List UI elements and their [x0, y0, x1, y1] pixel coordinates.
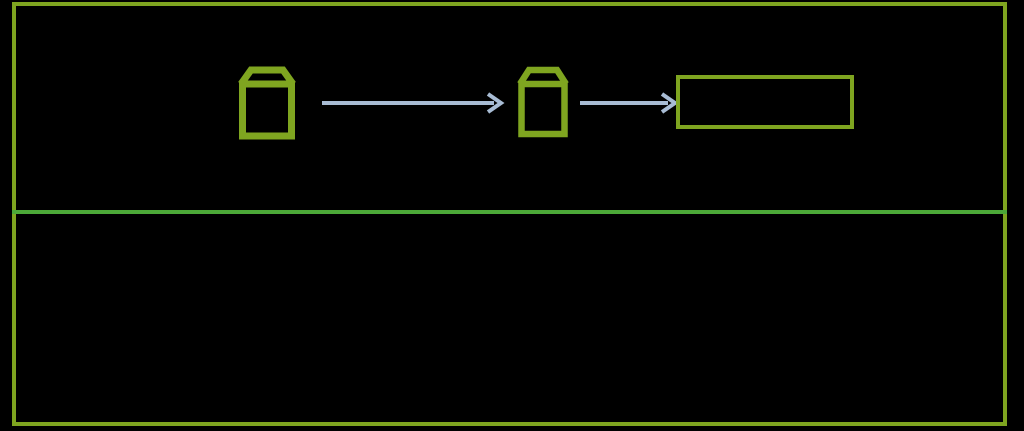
- panel-bottom: [12, 214, 1007, 422]
- box-container-icon[interactable]: [231, 63, 303, 145]
- diagram-outer-frame: [12, 2, 1007, 426]
- flow-row-bottom: [12, 214, 1007, 422]
- box-container-icon[interactable]: [512, 64, 574, 142]
- flow-row-top: [12, 6, 1007, 210]
- arrow-right-icon: [580, 92, 679, 114]
- rectangle-node[interactable]: [676, 75, 854, 129]
- arrow-right-icon: [322, 92, 505, 114]
- panel-top: [12, 6, 1007, 210]
- panel-divider: [12, 210, 1007, 214]
